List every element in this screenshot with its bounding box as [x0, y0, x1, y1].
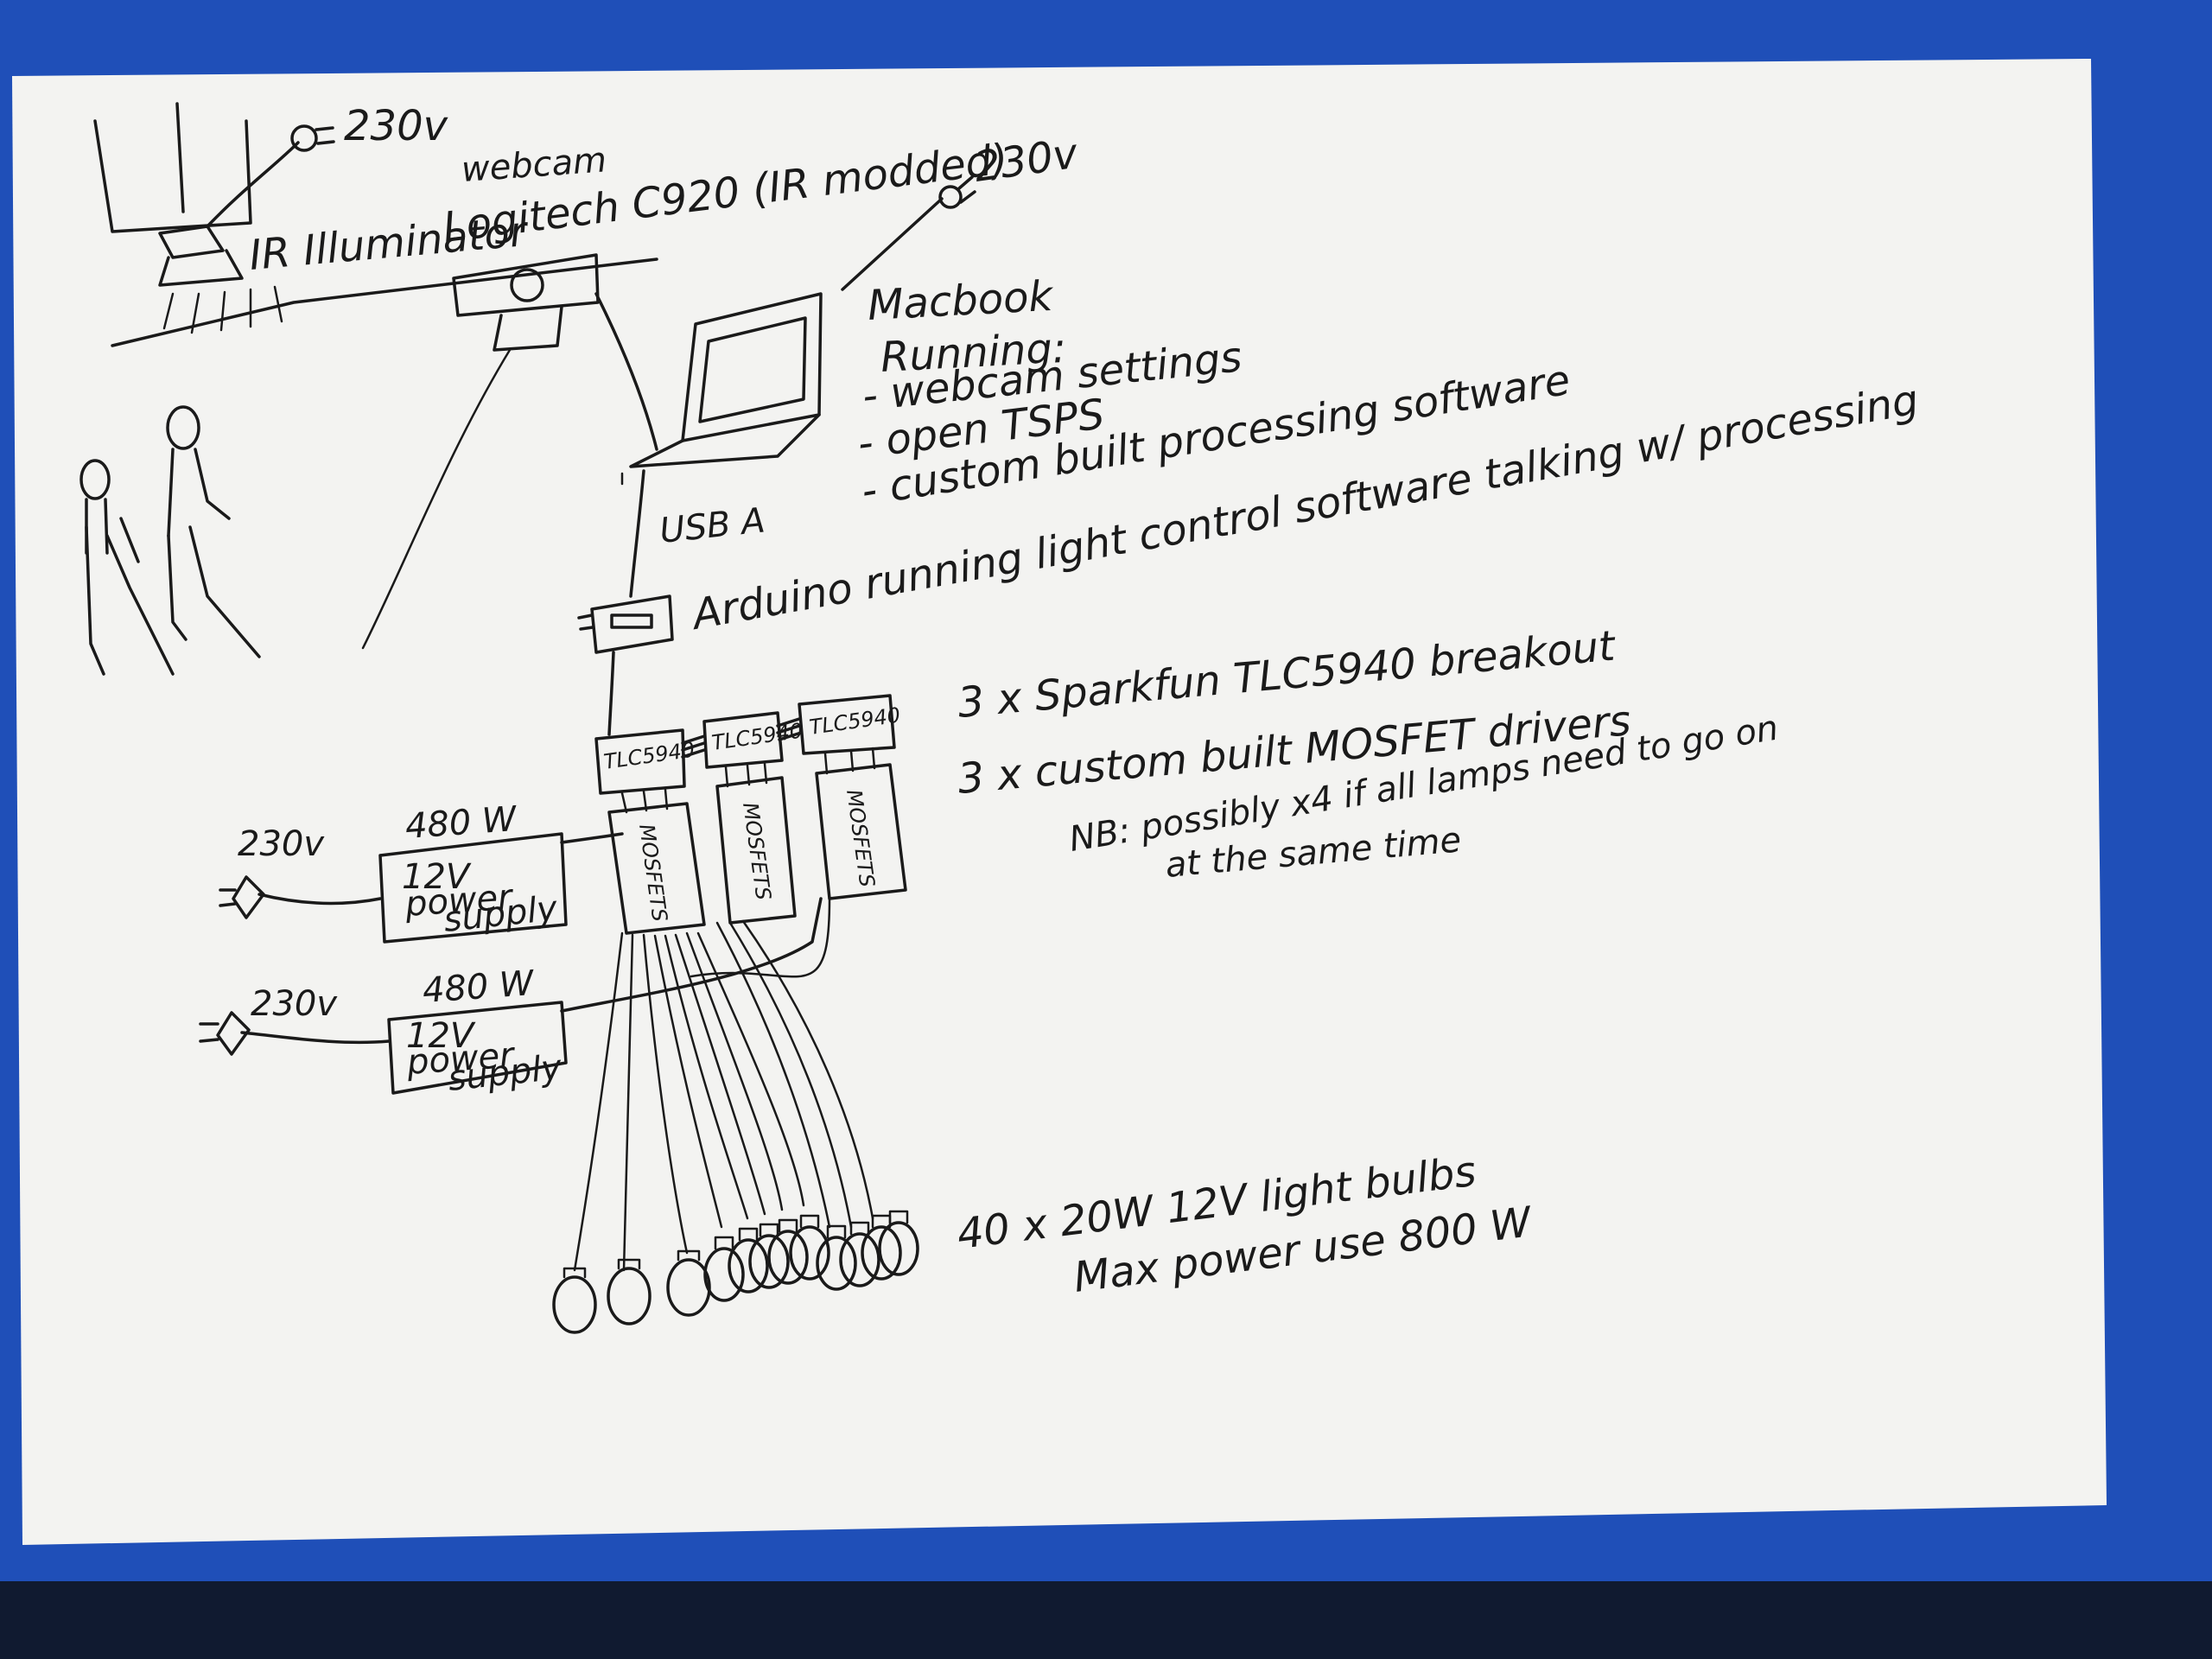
psu2-watts-label: 480 W [421, 963, 536, 1011]
psu1-line-12v: 12V [402, 857, 472, 897]
bulb-wiring-drawing [573, 897, 874, 1272]
power-supply-2-drawing [199, 897, 823, 1095]
person-right-drawing [166, 405, 261, 658]
macbook-title-label: Macbook [867, 272, 1056, 330]
psu1-voltage-label: 230v [238, 824, 325, 864]
ir-plug-voltage-label: 230v [344, 102, 448, 150]
webcam-drawing [361, 253, 658, 650]
tlc5940-boards-drawing [594, 694, 896, 795]
light-bulbs-drawing [552, 1210, 919, 1334]
arduino-drawing [577, 594, 674, 736]
psu2-line-power: power [404, 1035, 517, 1083]
paper-sheet [12, 59, 2107, 1545]
ir-illuminator-drawing [93, 102, 658, 347]
mosfet-boards-drawing [607, 747, 907, 935]
power-supply-1-drawing [219, 832, 624, 944]
psu1-watts-label: 480 W [404, 799, 518, 847]
psu1-line-power: power [403, 877, 515, 925]
macbook-running-label: Running: [880, 324, 1068, 382]
psu2-voltage-label: 230v [251, 984, 338, 1024]
person-left-drawing [79, 459, 175, 676]
laptop-drawing [620, 175, 976, 598]
psu2-line-12v: 12V [406, 1016, 476, 1056]
desk-edge [0, 1581, 2212, 1659]
